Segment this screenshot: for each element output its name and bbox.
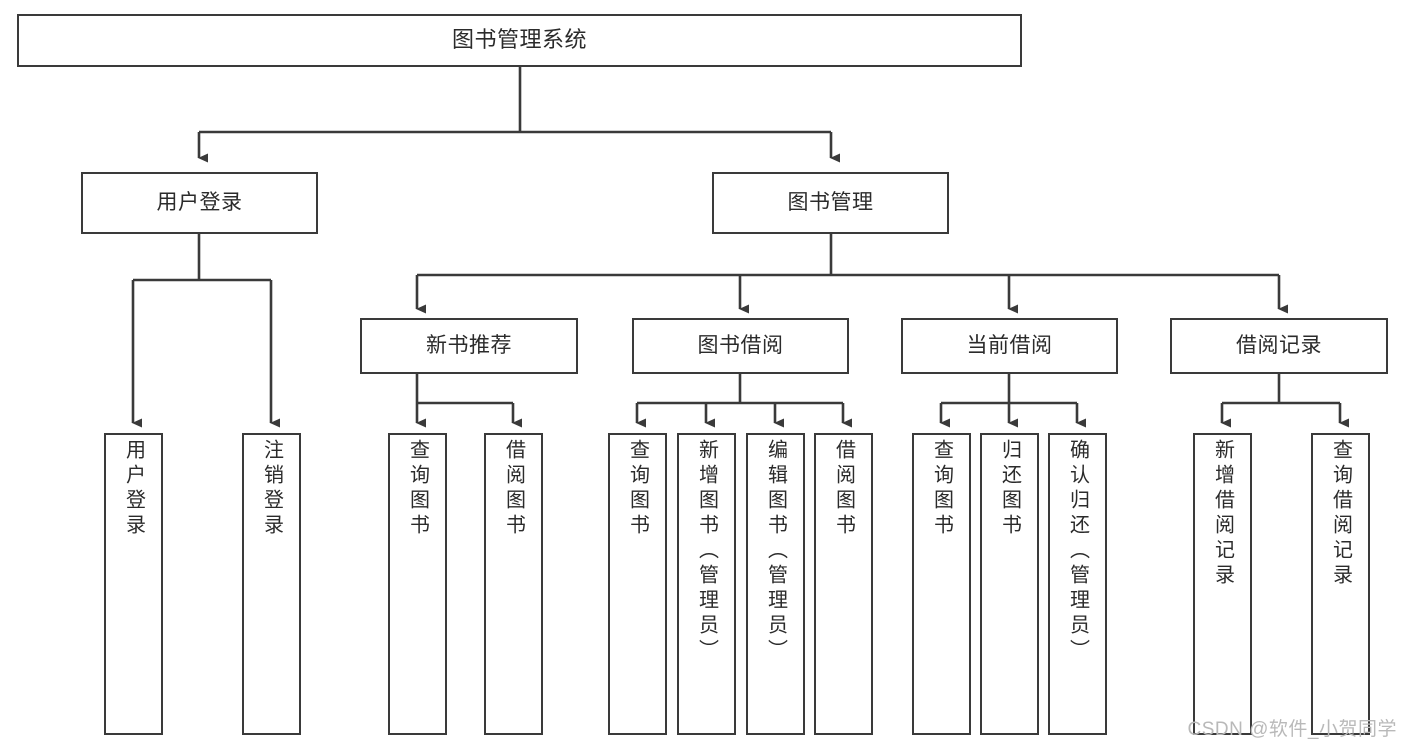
node-borrow-record[interactable]: 借阅记录 xyxy=(1170,318,1388,374)
node-user-login-label: 用户登录 xyxy=(156,191,243,215)
node-book-borrow-label: 图书借阅 xyxy=(697,334,784,358)
node-root-label: 图书管理系统 xyxy=(451,27,587,53)
node-leaf-return-book-label: 归还图书 xyxy=(998,439,1021,539)
node-leaf-query-book-1[interactable]: 查询图书 xyxy=(388,433,447,735)
node-book-manage[interactable]: 图书管理 xyxy=(712,172,949,234)
node-current-borrow-label: 当前借阅 xyxy=(966,334,1053,358)
node-leaf-query-record[interactable]: 查询借阅记录 xyxy=(1311,433,1370,735)
node-leaf-query-book-2[interactable]: 查询图书 xyxy=(608,433,667,735)
node-leaf-user-login[interactable]: 用户登录 xyxy=(104,433,163,735)
node-leaf-user-login-label: 用户登录 xyxy=(122,439,145,539)
node-root[interactable]: 图书管理系统 xyxy=(17,14,1022,67)
node-leaf-logout-label: 注销登录 xyxy=(260,439,283,539)
node-leaf-borrow-book-1-label: 借阅图书 xyxy=(502,439,525,539)
node-leaf-add-record-label: 新增借阅记录 xyxy=(1211,439,1234,589)
node-leaf-query-book-1-label: 查询图书 xyxy=(406,439,429,539)
node-new-book-rec-label: 新书推荐 xyxy=(426,334,512,358)
node-leaf-query-book-3[interactable]: 查询图书 xyxy=(912,433,971,735)
node-leaf-edit-book[interactable]: 编辑图书（管理员） xyxy=(746,433,805,735)
node-leaf-borrow-book-2-label: 借阅图书 xyxy=(832,439,855,539)
node-book-manage-label: 图书管理 xyxy=(787,191,874,215)
node-leaf-add-record[interactable]: 新增借阅记录 xyxy=(1193,433,1252,735)
node-borrow-record-label: 借阅记录 xyxy=(1236,334,1322,358)
node-user-login[interactable]: 用户登录 xyxy=(81,172,318,234)
node-leaf-query-record-label: 查询借阅记录 xyxy=(1329,439,1352,589)
node-leaf-confirm-return-label: 确认归还（管理员） xyxy=(1066,439,1089,664)
node-leaf-query-book-2-label: 查询图书 xyxy=(626,439,649,539)
node-leaf-add-book-label: 新增图书（管理员） xyxy=(695,439,718,664)
node-leaf-edit-book-label: 编辑图书（管理员） xyxy=(764,439,787,664)
node-new-book-rec[interactable]: 新书推荐 xyxy=(360,318,578,374)
node-leaf-add-book[interactable]: 新增图书（管理员） xyxy=(677,433,736,735)
node-leaf-confirm-return[interactable]: 确认归还（管理员） xyxy=(1048,433,1107,735)
node-leaf-borrow-book-1[interactable]: 借阅图书 xyxy=(484,433,543,735)
node-leaf-return-book[interactable]: 归还图书 xyxy=(980,433,1039,735)
node-leaf-logout[interactable]: 注销登录 xyxy=(242,433,301,735)
node-leaf-borrow-book-2[interactable]: 借阅图书 xyxy=(814,433,873,735)
node-current-borrow[interactable]: 当前借阅 xyxy=(901,318,1118,374)
watermark-text: CSDN @软件_小贺同学 xyxy=(1187,719,1397,740)
node-leaf-query-book-3-label: 查询图书 xyxy=(930,439,953,539)
node-book-borrow[interactable]: 图书借阅 xyxy=(632,318,849,374)
